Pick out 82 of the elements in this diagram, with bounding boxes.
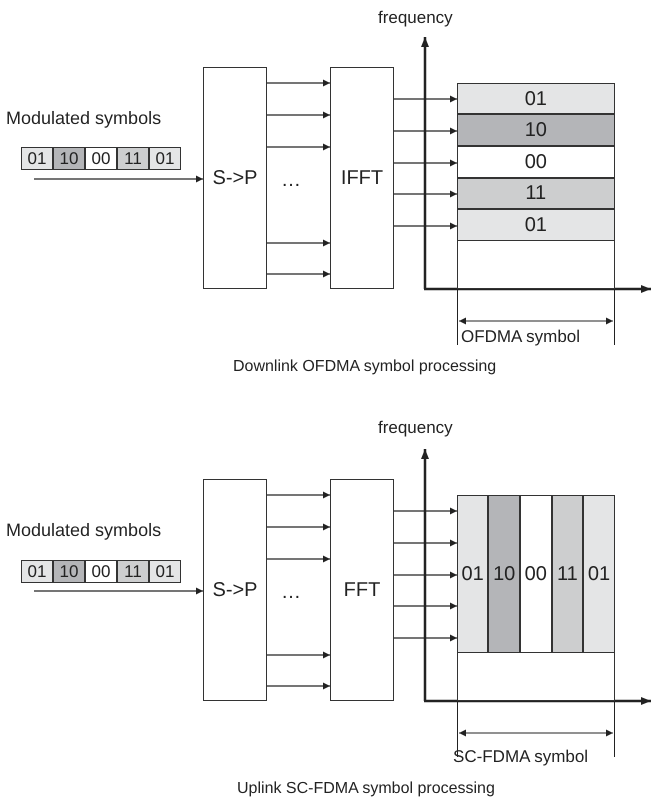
arrow [267,112,330,118]
symbol-cell [85,147,117,170]
panel-caption: Downlink OFDMA symbol processing [233,357,496,376]
symbol-column [520,494,552,653]
node-label: S->P [212,580,258,600]
dimension-label: OFDMA symbol [461,327,580,348]
symbol-cell [85,560,117,583]
panel-caption: Uplink SC-FDMA symbol processing [237,779,495,798]
node-label: IFFT [340,168,384,188]
symbol-cell [21,147,53,170]
arrow [267,270,330,278]
arrow [394,96,457,102]
node-label: 01 [156,563,174,580]
arrow [394,540,457,546]
node-label: 01 [524,88,547,109]
subcarrier-row [456,114,615,146]
arrow [267,144,330,150]
node-label: 00 [92,150,110,167]
symbol-cell [21,560,53,583]
arrow [34,588,203,594]
node-label: 11 [124,150,142,167]
serial-to-parallel-block [203,479,267,701]
transform-block [330,67,394,289]
node-label: FFT [344,580,380,600]
subcarrier-row [456,209,615,241]
node-label: 01 [588,564,610,584]
symbol-column [488,494,520,653]
subcarrier-row [456,82,615,114]
input-label: Modulated symbols [6,520,162,542]
arrow [267,492,330,498]
axis-label: frequency [378,8,453,28]
node-label: 00 [524,564,547,584]
input-label: Modulated symbols [6,108,162,130]
node-label: S->P [212,168,258,188]
node-label: 00 [92,563,110,580]
symbol-cell [53,560,85,583]
serial-to-parallel-block [203,67,267,289]
arrow [34,176,203,182]
subcarrier-row [456,178,615,210]
symbol-cell [149,147,181,170]
node-label: 11 [525,183,546,204]
arrow [394,222,457,230]
arrow [394,602,457,610]
symbol-cell [149,560,181,583]
arrow [267,240,330,246]
node-label: 00 [524,152,547,172]
ellipsis: … [281,580,301,604]
arrow [267,556,330,562]
arrow [267,80,330,86]
transform-block [330,479,394,701]
node-label: 10 [524,120,547,140]
symbol-cell [117,560,149,583]
symbol-column [456,494,488,653]
dimension-label: SC-FDMA symbol [453,747,588,768]
node-label: 11 [124,563,142,580]
node-label: 01 [524,214,547,235]
node-label: 11 [557,564,578,584]
arrow [267,682,330,690]
node-label: 01 [461,564,484,584]
symbol-cell [117,147,149,170]
symbol-column [583,494,615,653]
ofdma-symbol-grid [457,83,615,289]
symbol-column [552,494,584,653]
node-label: 01 [28,563,46,580]
sc-fdma-symbol-grid [457,495,615,701]
node-label: 10 [60,563,78,580]
node-label: 01 [156,150,174,167]
arrow [394,572,457,578]
symbol-cell [53,147,85,170]
arrow [267,524,330,530]
arrow [394,128,457,134]
ellipsis: … [281,168,301,192]
node-label: 10 [493,564,516,584]
arrow [394,190,457,198]
node-label: 10 [60,150,78,167]
subcarrier-row [456,146,615,178]
arrow [267,652,330,658]
arrow [394,634,457,642]
node-label: 01 [28,150,46,167]
arrow [394,508,457,514]
axis-label: frequency [378,418,453,438]
arrow [394,160,457,166]
